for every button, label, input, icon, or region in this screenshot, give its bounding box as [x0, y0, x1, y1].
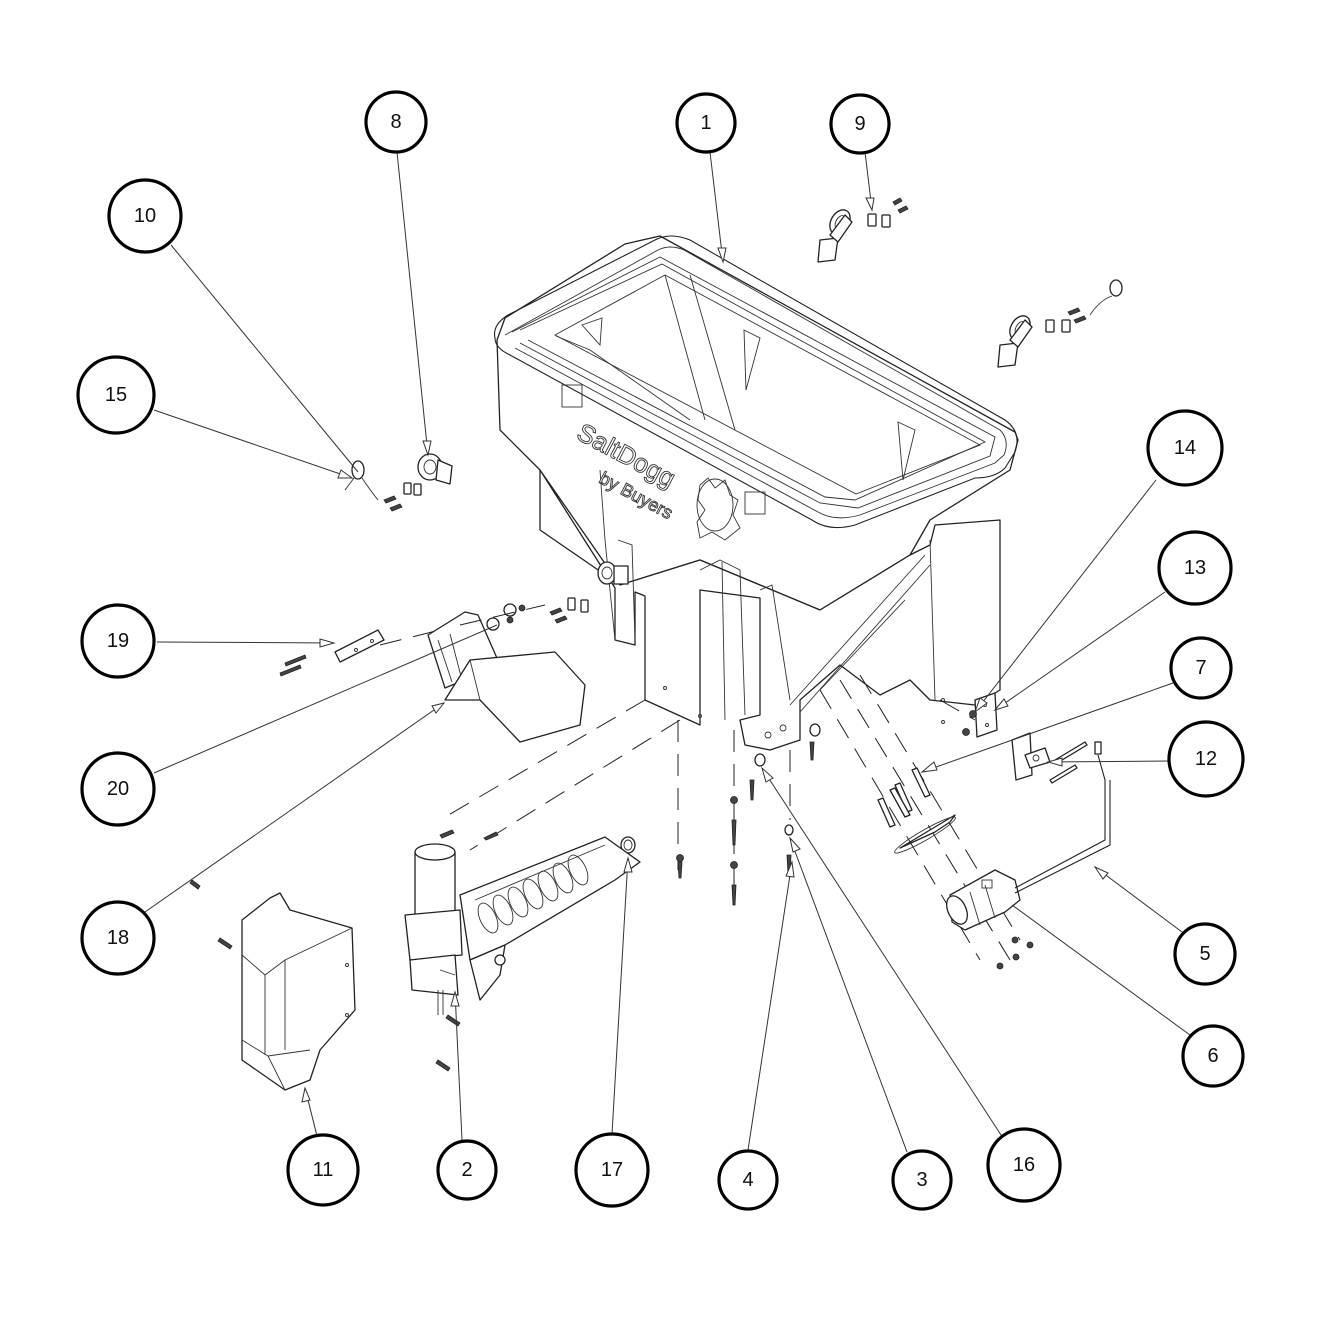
- callout-17[interactable]: 17: [574, 1132, 650, 1208]
- svg-text:16: 16: [1013, 1154, 1035, 1176]
- spinner-assembly: [877, 692, 1111, 970]
- latch-part-9-right: [997, 279, 1123, 368]
- callout-13[interactable]: 13: [1157, 530, 1233, 606]
- svg-text:7: 7: [1195, 657, 1206, 679]
- hopper-latch-icon: [597, 561, 629, 585]
- svg-text:9: 9: [854, 113, 865, 135]
- fastener-3-icon: [784, 824, 794, 836]
- fastener-16-icon: [754, 753, 766, 767]
- callout-5[interactable]: 5: [1173, 922, 1237, 986]
- svg-text:5: 5: [1199, 943, 1210, 965]
- motor-cover: [241, 892, 356, 1091]
- hopper: SaltDogg by Buyers: [493, 235, 1019, 751]
- callout-7[interactable]: 7: [1169, 636, 1233, 700]
- svg-text:12: 12: [1195, 748, 1217, 770]
- callout-11[interactable]: 11: [286, 1133, 360, 1207]
- leader-lines: [144, 151, 1191, 1153]
- latch-part-8: [417, 453, 453, 485]
- callout-6[interactable]: 6: [1181, 1024, 1245, 1088]
- svg-text:17: 17: [601, 1159, 623, 1181]
- chute-assembly: [279, 597, 589, 743]
- callout-10[interactable]: 10: [107, 178, 183, 254]
- auger-flights-icon: [477, 854, 589, 934]
- callout-3[interactable]: 3: [891, 1149, 953, 1211]
- dog-head-outline-icon: [696, 477, 741, 541]
- callout-8[interactable]: 8: [364, 90, 428, 154]
- dog-mascot-icon: [696, 478, 734, 532]
- svg-text:19: 19: [107, 630, 129, 652]
- callout-bubbles: 1 2 3 4 5 6 7 8 9 10 11 12 13 14 15 16 1…: [76, 90, 1245, 1211]
- svg-text:10: 10: [134, 205, 156, 227]
- svg-text:20: 20: [107, 778, 129, 800]
- spinner-cable-icon: [1014, 754, 1106, 889]
- svg-text:2: 2: [461, 1159, 472, 1181]
- callout-16[interactable]: 16: [986, 1127, 1062, 1203]
- callout-12[interactable]: 12: [1167, 720, 1245, 798]
- svg-text:13: 13: [1184, 557, 1206, 579]
- screw-18-icon: [189, 879, 201, 890]
- auger-motor-assembly: [404, 836, 641, 1015]
- svg-text:6: 6: [1207, 1045, 1218, 1067]
- callout-14[interactable]: 14: [1146, 409, 1224, 487]
- pin-and-lanyard: [344, 460, 422, 512]
- callout-9[interactable]: 9: [829, 93, 891, 155]
- callout-1[interactable]: 1: [675, 92, 737, 154]
- svg-text:1: 1: [700, 112, 711, 134]
- spinner-motor-icon: [946, 869, 1021, 931]
- callout-15[interactable]: 15: [76, 355, 156, 435]
- callout-18[interactable]: 18: [80, 900, 156, 976]
- callout-20[interactable]: 20: [80, 751, 156, 827]
- svg-text:11: 11: [313, 1159, 334, 1181]
- svg-text:8: 8: [390, 111, 401, 133]
- callout-4[interactable]: 4: [717, 1149, 779, 1211]
- callout-2[interactable]: 2: [436, 1139, 498, 1201]
- svg-text:14: 14: [1174, 437, 1196, 459]
- svg-text:4: 4: [742, 1169, 753, 1191]
- svg-text:18: 18: [107, 927, 129, 949]
- callout-19[interactable]: 19: [80, 603, 156, 679]
- svg-text:15: 15: [105, 384, 127, 406]
- svg-text:3: 3: [916, 1169, 927, 1191]
- latch-part-9-top: [817, 197, 909, 263]
